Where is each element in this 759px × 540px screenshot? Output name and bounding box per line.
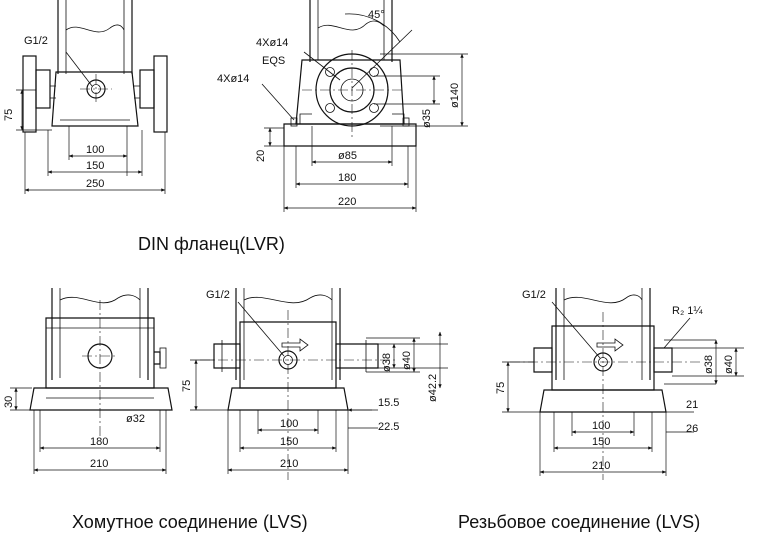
din-side-angle-label: 45° xyxy=(368,9,385,21)
din-front-dim-150: 150 xyxy=(86,160,104,172)
din-side-eqs: EQS xyxy=(262,55,285,67)
din-side-holes-top: 4Xø14 xyxy=(256,37,288,49)
clamp-side-v15: 15.5 xyxy=(378,397,399,409)
thread-side-d100: 100 xyxy=(592,420,610,432)
clamp-side-d38: ø38 xyxy=(381,353,393,372)
din-front-dim-100: 100 xyxy=(86,144,104,156)
clamp-side-d42: ø42.2 xyxy=(427,374,439,402)
clamp-side-view: G1/2 75 ø38 ø40 ø42.2 15.5 22.5 100 150 … xyxy=(181,288,448,480)
clamp-side-v22: 22.5 xyxy=(378,421,399,433)
din-side-d140: ø140 xyxy=(449,83,461,108)
thread-side-v21: 21 xyxy=(686,399,698,411)
thread-side-d210: 210 xyxy=(592,460,610,472)
thread-side-view: G1/2 R₂ 1¼ 75 ø38 ø40 21 26 100 150 210 xyxy=(495,288,744,480)
din-front-port-label: G1/2 xyxy=(24,35,48,47)
clamp-front-d180: 180 xyxy=(90,436,108,448)
caption-din-flange: DIN фланец(LVR) xyxy=(138,234,285,254)
thread-side-v26: 26 xyxy=(686,423,698,435)
clamp-side-h75: 75 xyxy=(181,380,193,392)
thread-side-h75: 75 xyxy=(495,382,507,394)
din-side-holes-base: 4Xø14 xyxy=(217,73,249,85)
clamp-side-d150: 150 xyxy=(280,436,298,448)
clamp-side-d100: 100 xyxy=(280,418,298,430)
din-side-d220: 220 xyxy=(338,196,356,208)
thread-side-d38: ø38 xyxy=(703,355,715,374)
din-front-dim-250: 250 xyxy=(86,178,104,190)
din-side-h20: 20 xyxy=(255,150,267,162)
din-side-view: 45° 4Xø14 EQS 4Xø14 ø140 ø35 20 xyxy=(217,0,468,212)
clamp-side-port-label: G1/2 xyxy=(206,289,230,301)
clamp-side-d40: ø40 xyxy=(401,351,413,370)
clamp-side-d210: 210 xyxy=(280,458,298,470)
clamp-front-d32: ø32 xyxy=(126,413,145,425)
caption-clamp-connection: Хомутное соединение (LVS) xyxy=(72,512,308,532)
thread-side-port-label: G1/2 xyxy=(522,289,546,301)
thread-side-d40: ø40 xyxy=(723,355,735,374)
din-front-view: G1/2 75 100 150 250 xyxy=(3,0,168,194)
din-side-d35: ø35 xyxy=(421,109,433,128)
caption-threaded-connection: Резьбовое соединение (LVS) xyxy=(458,512,700,532)
thread-side-r2-label: R₂ 1¼ xyxy=(672,305,703,317)
din-side-d85: ø85 xyxy=(338,150,357,162)
thread-side-d150: 150 xyxy=(592,436,610,448)
clamp-front-d210: 210 xyxy=(90,458,108,470)
din-front-height-label: 75 xyxy=(3,109,15,121)
din-side-d180: 180 xyxy=(338,172,356,184)
clamp-front-h30: 30 xyxy=(3,396,15,408)
clamp-front-view: 30 ø32 180 210 xyxy=(3,288,173,474)
